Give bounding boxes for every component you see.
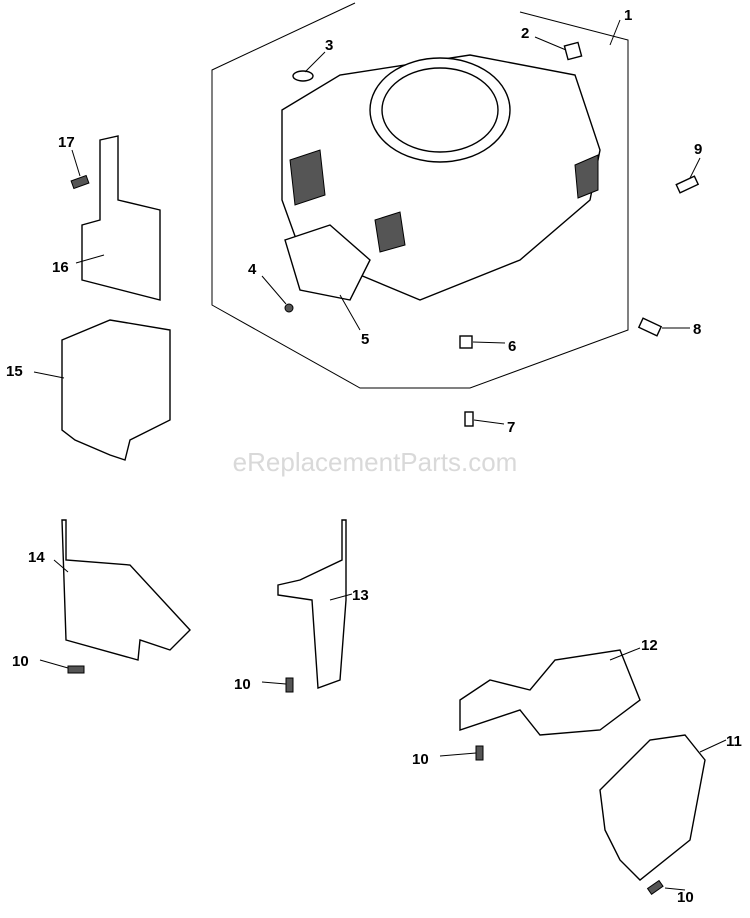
callout-16: 16 bbox=[52, 259, 69, 276]
callout-6: 6 bbox=[508, 338, 516, 355]
clip-part-2[interactable] bbox=[563, 41, 583, 61]
baffle-part-15[interactable] bbox=[61, 319, 171, 461]
screw-part-9[interactable] bbox=[675, 175, 700, 194]
callout-1: 1 bbox=[624, 7, 632, 24]
callout-12: 12 bbox=[641, 637, 658, 654]
callout-17: 17 bbox=[58, 134, 75, 151]
callout-3: 3 bbox=[325, 37, 333, 54]
callout-9: 9 bbox=[694, 141, 702, 158]
callout-13: 13 bbox=[352, 587, 369, 604]
callout-14: 14 bbox=[28, 549, 45, 566]
screw-part-10d[interactable] bbox=[646, 879, 664, 895]
screw-part-10b[interactable] bbox=[285, 677, 294, 693]
callout-11: 11 bbox=[726, 733, 742, 750]
assembly-boundary bbox=[211, 2, 629, 389]
screw-part-17[interactable] bbox=[70, 174, 90, 190]
callout-2: 2 bbox=[521, 25, 529, 42]
screw-part-10c[interactable] bbox=[475, 745, 484, 761]
baffle-part-13[interactable] bbox=[277, 519, 347, 689]
callout-10b: 10 bbox=[234, 676, 251, 693]
callout-8: 8 bbox=[693, 321, 701, 338]
clip-part-6[interactable] bbox=[459, 335, 473, 349]
callout-10c: 10 bbox=[412, 751, 429, 768]
screw-part-4[interactable] bbox=[284, 303, 294, 313]
baffle-part-14[interactable] bbox=[61, 519, 191, 661]
leader-lines bbox=[33, 19, 727, 891]
watermark: eReplacementParts.com bbox=[233, 447, 518, 477]
plug-part-3[interactable] bbox=[292, 70, 314, 82]
baffle-part-12[interactable] bbox=[459, 649, 641, 736]
baffle-part-16[interactable] bbox=[81, 135, 161, 301]
callout-10a: 10 bbox=[12, 653, 29, 670]
callout-7: 7 bbox=[507, 419, 515, 436]
screw-part-8[interactable] bbox=[637, 317, 663, 337]
callout-4: 4 bbox=[248, 261, 257, 278]
screw-part-10a[interactable] bbox=[67, 665, 85, 674]
baffle-part-11[interactable] bbox=[599, 734, 706, 881]
callout-5: 5 bbox=[361, 331, 369, 348]
baffle-part-5[interactable] bbox=[284, 224, 371, 301]
callout-15: 15 bbox=[6, 363, 23, 380]
callout-10d: 10 bbox=[677, 889, 694, 906]
blower-housing-part-1[interactable] bbox=[281, 54, 601, 301]
nut-part-7[interactable] bbox=[464, 411, 474, 427]
